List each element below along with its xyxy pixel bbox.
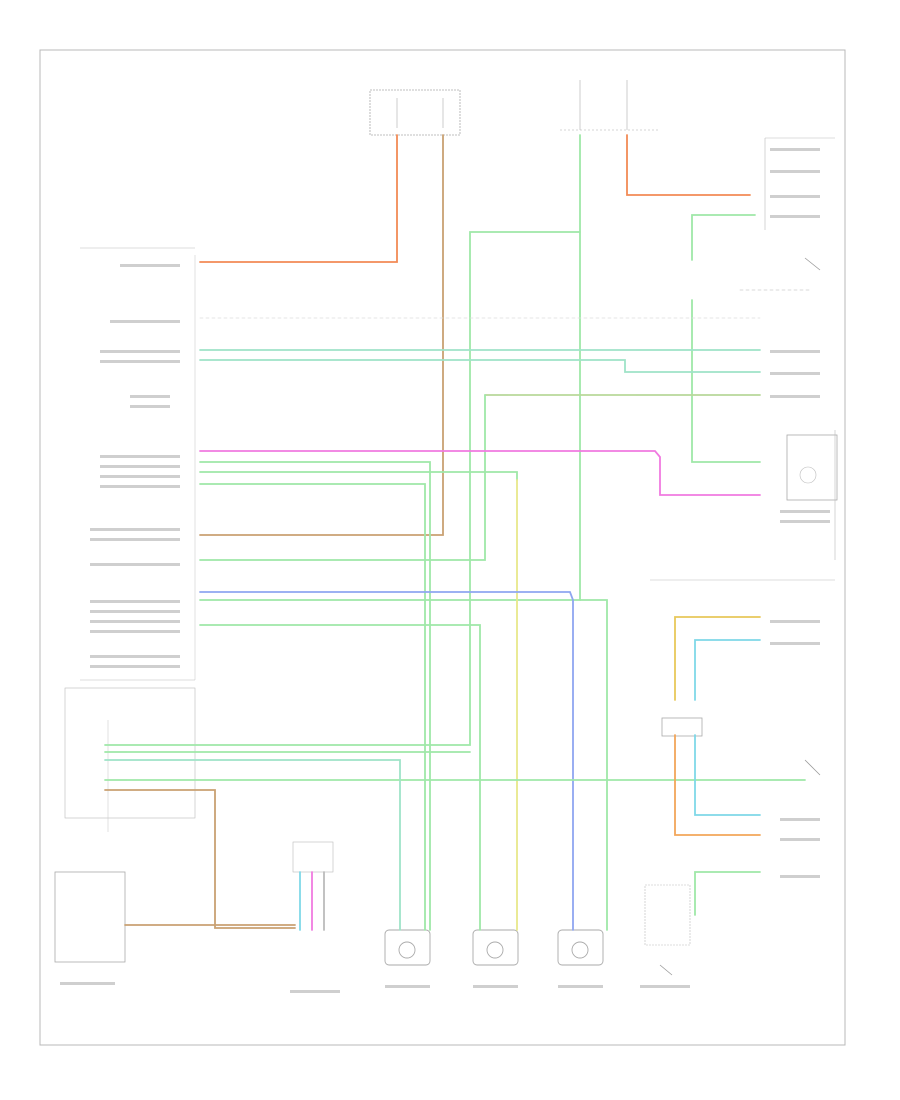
sensor-right-front-box (557, 929, 604, 966)
brake-switch-box (644, 884, 691, 946)
label-mark-4 (100, 360, 180, 363)
label-mark-8 (100, 465, 180, 468)
right-sensor-symbol (799, 466, 817, 484)
label-mark-22 (770, 195, 820, 198)
sensor-left-rear-coil (486, 941, 504, 959)
label-mark-23 (770, 215, 820, 218)
sensor-left-front-box (384, 929, 431, 966)
switch-middle-right (804, 759, 821, 776)
label-mark-12 (90, 538, 180, 541)
label-mark-33 (780, 875, 820, 878)
label-mark-30 (770, 642, 820, 645)
label-mark-5 (130, 395, 170, 398)
label-mark-38 (290, 990, 340, 993)
label-mark-35 (473, 985, 518, 988)
wire-pink-wheel-speed (199, 450, 761, 496)
label-mark-13 (90, 563, 180, 566)
bottom-left-module (54, 871, 126, 963)
label-mark-24 (770, 350, 820, 353)
bottom-sensors (384, 929, 604, 966)
label-mark-11 (90, 528, 180, 531)
label-mark-9 (100, 475, 180, 478)
label-mark-37 (640, 985, 690, 988)
sensor-left-rear-box (472, 929, 519, 966)
wire-tan-lower (104, 789, 296, 929)
wire-green-right-drop (691, 299, 761, 463)
sensor-left-front-coil (398, 941, 416, 959)
lower-left-connector (64, 687, 196, 819)
label-mark-1 (120, 264, 180, 267)
label-mark-39 (60, 982, 115, 985)
right-sensor-box (786, 434, 838, 501)
wire-green-lr-sensor (199, 624, 481, 931)
wire-blue-rf-sensor (199, 591, 574, 931)
wire-cyan-return (694, 734, 761, 816)
wires (104, 134, 811, 931)
wire-green-rf-sensor (579, 599, 608, 931)
label-mark-17 (90, 630, 180, 633)
label-mark-20 (770, 148, 820, 151)
label-mark-26 (770, 395, 820, 398)
label-mark-3 (100, 350, 180, 353)
wire-cyan-right-lower (694, 639, 761, 701)
label-mark-25 (770, 372, 820, 375)
label-mark-31 (780, 818, 820, 821)
label-mark-36 (558, 985, 603, 988)
wire-orange-right-feed (626, 134, 751, 196)
switch-upper-right (804, 257, 821, 271)
label-mark-21 (770, 170, 820, 173)
wire-green-right-top (691, 214, 756, 261)
wire-mint-pressure-2 (199, 359, 761, 373)
wire-green-brake-switch (694, 871, 761, 916)
wire-green-lf-sensor-2 (199, 471, 518, 481)
label-mark-14 (90, 600, 180, 603)
wire-tan-fuse-feed (199, 134, 444, 536)
label-mark-15 (90, 610, 180, 613)
wire-green-top-branch (104, 231, 581, 746)
label-mark-2 (110, 320, 180, 323)
label-mark-32 (780, 838, 820, 841)
label-marks (60, 148, 830, 993)
label-mark-19 (90, 665, 180, 668)
wire-orange-right-lower (674, 616, 761, 701)
wire-orange-return (674, 734, 761, 836)
label-mark-7 (100, 455, 180, 458)
wire-green-pressure-3-drop (199, 394, 486, 561)
wire-green-lf-sensor-3 (199, 483, 426, 931)
label-mark-16 (90, 620, 180, 623)
diagram-frame (39, 49, 846, 1046)
label-mark-6 (130, 405, 170, 408)
sensor-right-front-coil (571, 941, 589, 959)
label-mark-18 (90, 655, 180, 658)
fuse-box-top (369, 89, 461, 136)
wire-mint-lower-3 (104, 759, 401, 931)
label-mark-10 (100, 485, 180, 488)
wire-orange-ignition (199, 134, 398, 263)
label-mark-27 (780, 510, 830, 513)
connector-bottom-center (292, 841, 334, 873)
label-mark-34 (385, 985, 430, 988)
label-mark-28 (780, 520, 830, 523)
brake-switch-contact (659, 964, 673, 976)
junction-box-middle (661, 717, 703, 737)
label-mark-29 (770, 620, 820, 623)
wire-green-trunk (199, 134, 581, 601)
wire-green-lf-sensor-1 (199, 461, 431, 931)
